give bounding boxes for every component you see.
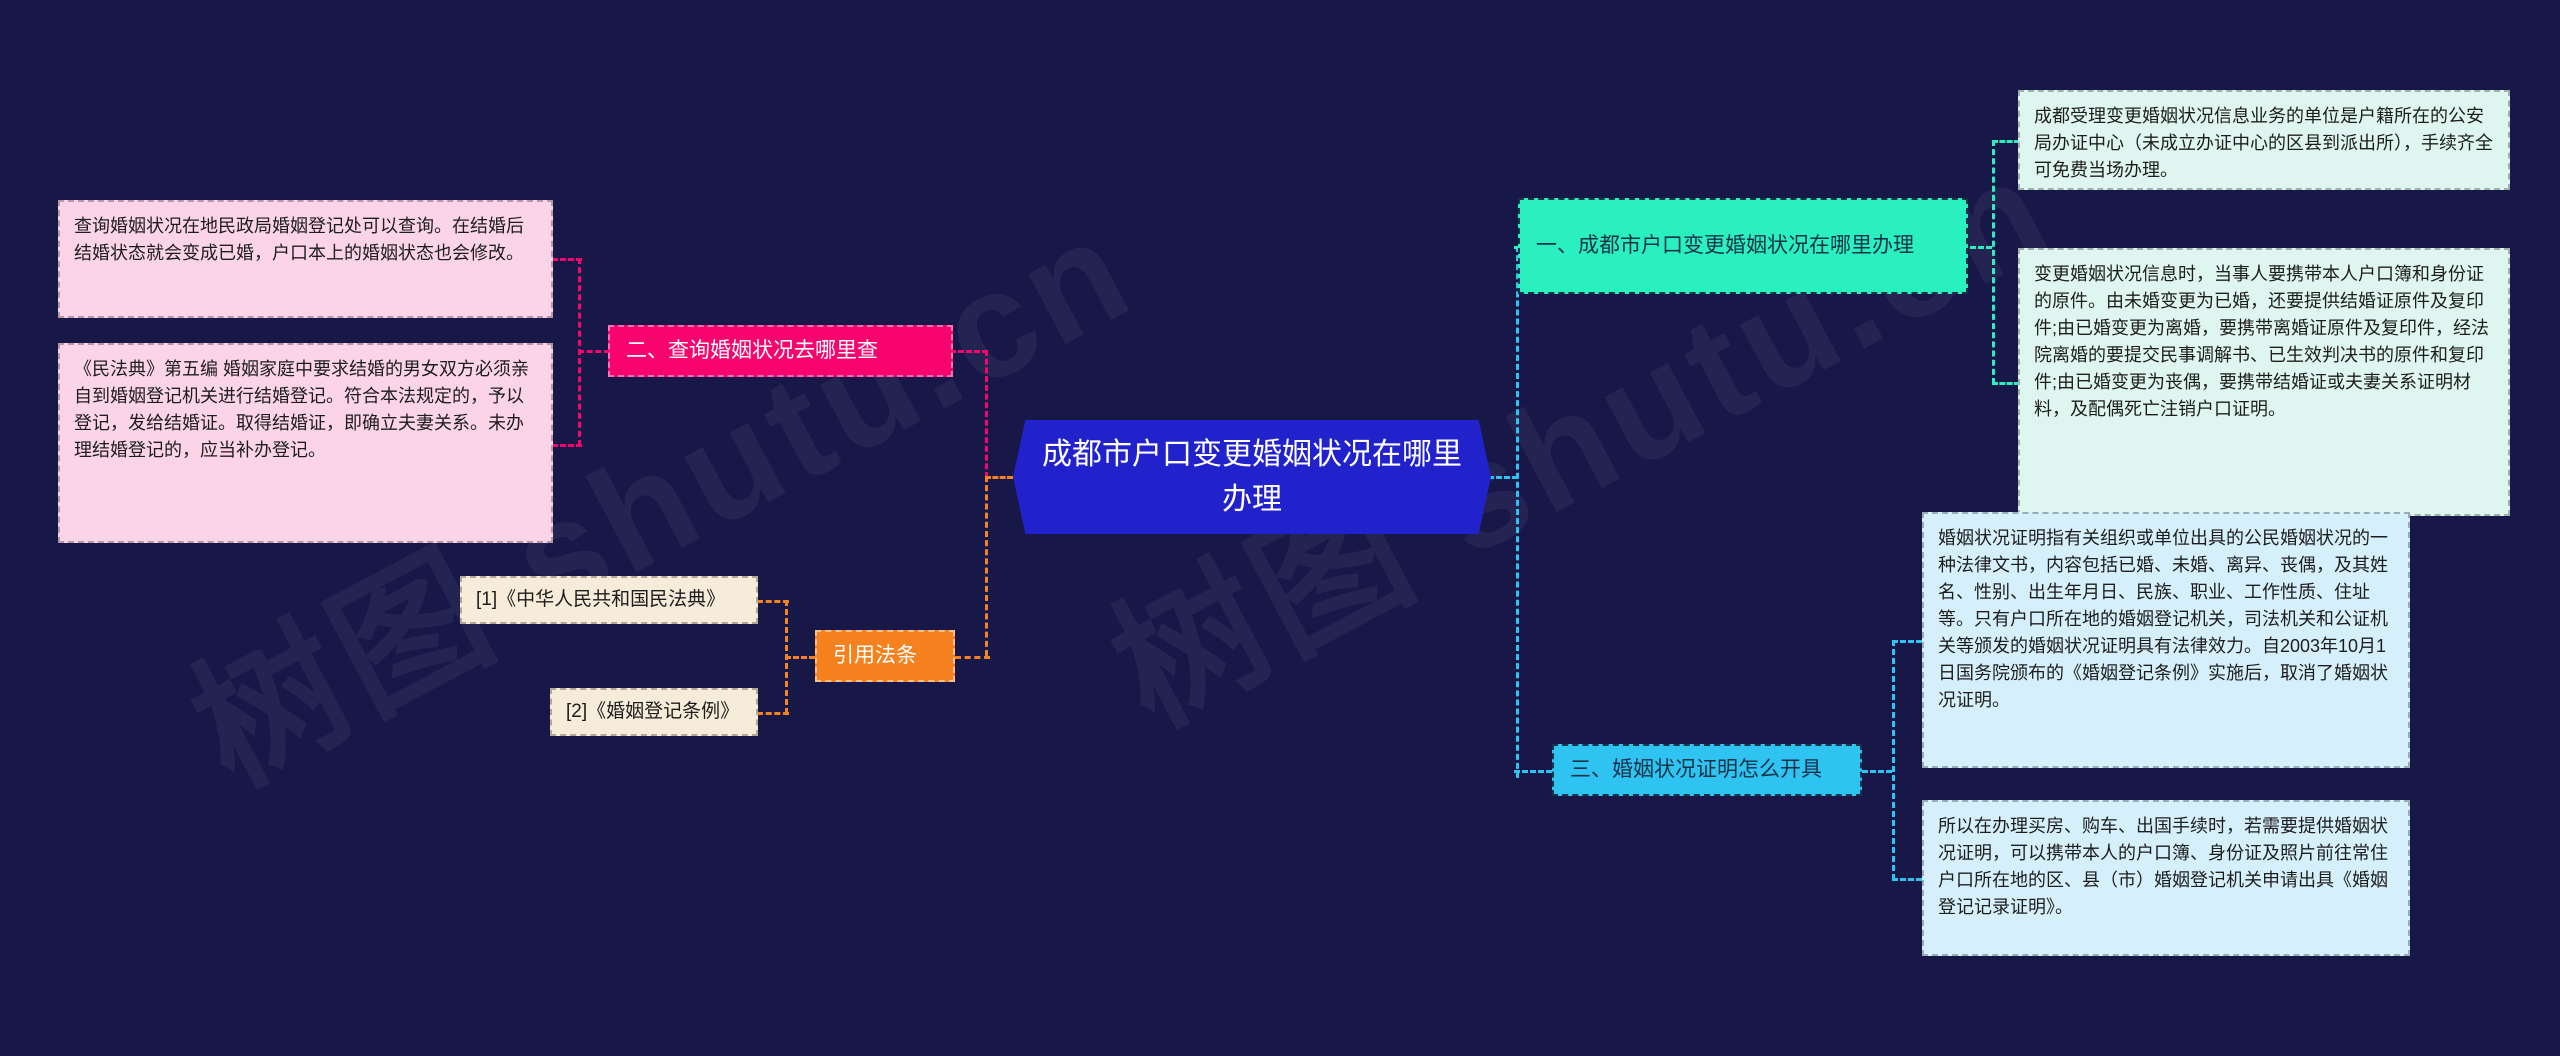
section-one-leaf-1-text: 成都受理变更婚姻状况信息业务的单位是户籍所在的公安局办证中心（未成立办证中心的区… — [2034, 106, 2493, 180]
citation-leaf-2-text: [2]《婚姻登记条例》 — [566, 700, 740, 722]
section-one-node[interactable]: 一、成都市户口变更婚姻状况在哪里办理 — [1518, 198, 1968, 294]
connector-leaf-3b — [1892, 878, 1922, 881]
section-one-leaf-2[interactable]: 变更婚姻状况信息时，当事人要携带本人户口簿和身份证的原件。由未婚变更为已婚，还要… — [2018, 248, 2510, 516]
citation-leaf-2[interactable]: [2]《婚姻登记条例》 — [550, 688, 758, 736]
section-three-leaf-1-text: 婚姻状况证明指有关组织或单位出具的公民婚姻状况的一种法律文书，内容包括已婚、未婚… — [1938, 528, 2388, 710]
section-three-label: 三、婚姻状况证明怎么开具 — [1570, 758, 1822, 782]
section-two-leaf-1[interactable]: 查询婚姻状况在地民政局婚姻登记处可以查询。在结婚后结婚状态就会变成已婚，户口本上… — [58, 200, 553, 318]
connector-to-citations — [955, 656, 990, 659]
section-one-leaf-2-text: 变更婚姻状况信息时，当事人要携带本人户口簿和身份证的原件。由未婚变更为已婚，还要… — [2034, 264, 2489, 419]
connector-citations-spine — [785, 600, 788, 714]
section-one-label: 一、成都市户口变更婚姻状况在哪里办理 — [1536, 234, 1914, 258]
connector-to-section-three — [1514, 770, 1552, 773]
section-two-leaf-2[interactable]: 《民法典》第五编 婚姻家庭中要求结婚的男女双方必须亲自到婚姻登记机关进行结婚登记… — [58, 343, 553, 543]
connector-center-right — [1488, 476, 1518, 479]
citations-node[interactable]: 引用法条 — [815, 630, 955, 682]
connector-section-two-spine — [578, 258, 581, 446]
section-one-leaf-1[interactable]: 成都受理变更婚姻状况信息业务的单位是户籍所在的公安局办证中心（未成立办证中心的区… — [2018, 90, 2510, 190]
connector-to-section-two — [950, 350, 988, 353]
connector-citation-2 — [757, 712, 789, 715]
section-two-leaf-1-text: 查询婚姻状况在地民政局婚姻登记处可以查询。在结婚后结婚状态就会变成已婚，户口本上… — [74, 216, 524, 263]
section-two-leaf-2-text: 《民法典》第五编 婚姻家庭中要求结婚的男女双方必须亲自到婚姻登记机关进行结婚登记… — [74, 359, 529, 460]
connector-section-three-spine — [1892, 640, 1895, 880]
section-two-label: 二、查询婚姻状况去哪里查 — [626, 339, 878, 363]
connector-section-three-out — [1862, 770, 1892, 773]
connector-section-one-spine — [1992, 140, 1995, 384]
center-node[interactable]: 成都市户口变更婚姻状况在哪里办理 — [1013, 420, 1491, 534]
section-three-node[interactable]: 三、婚姻状况证明怎么开具 — [1552, 744, 1862, 796]
connector-section-one-out — [1962, 246, 1992, 249]
section-two-node[interactable]: 二、查询婚姻状况去哪里查 — [608, 325, 953, 377]
connector-citation-1 — [757, 600, 789, 603]
connector-citations-out — [785, 656, 815, 659]
section-three-leaf-2[interactable]: 所以在办理买房、购车、出国手续时，若需要提供婚姻状况证明，可以携带本人的户口簿、… — [1922, 800, 2410, 956]
connector-leaf-1b — [1992, 382, 2020, 385]
connector-leaf-1a — [1992, 140, 2020, 143]
connector-right-trunk — [1516, 246, 1519, 778]
connector-section-two-out — [578, 350, 610, 353]
citation-leaf-1-text: [1]《中华人民共和国民法典》 — [476, 588, 726, 610]
section-three-leaf-2-text: 所以在办理买房、购车、出国手续时，若需要提供婚姻状况证明，可以携带本人的户口簿、… — [1938, 816, 2388, 917]
connector-leaf-2b — [552, 444, 582, 447]
connector-leaf-3a — [1892, 640, 1922, 643]
citations-label: 引用法条 — [833, 644, 917, 668]
citation-leaf-1[interactable]: [1]《中华人民共和国民法典》 — [460, 576, 758, 624]
connector-leaf-2a — [552, 258, 582, 261]
connector-citations-trunk — [985, 476, 988, 656]
connector-left-trunk — [985, 350, 988, 478]
connector-center-left — [985, 476, 1013, 479]
section-three-leaf-1[interactable]: 婚姻状况证明指有关组织或单位出具的公民婚姻状况的一种法律文书，内容包括已婚、未婚… — [1922, 512, 2410, 768]
center-node-label: 成都市户口变更婚姻状况在哪里办理 — [1042, 438, 1462, 516]
